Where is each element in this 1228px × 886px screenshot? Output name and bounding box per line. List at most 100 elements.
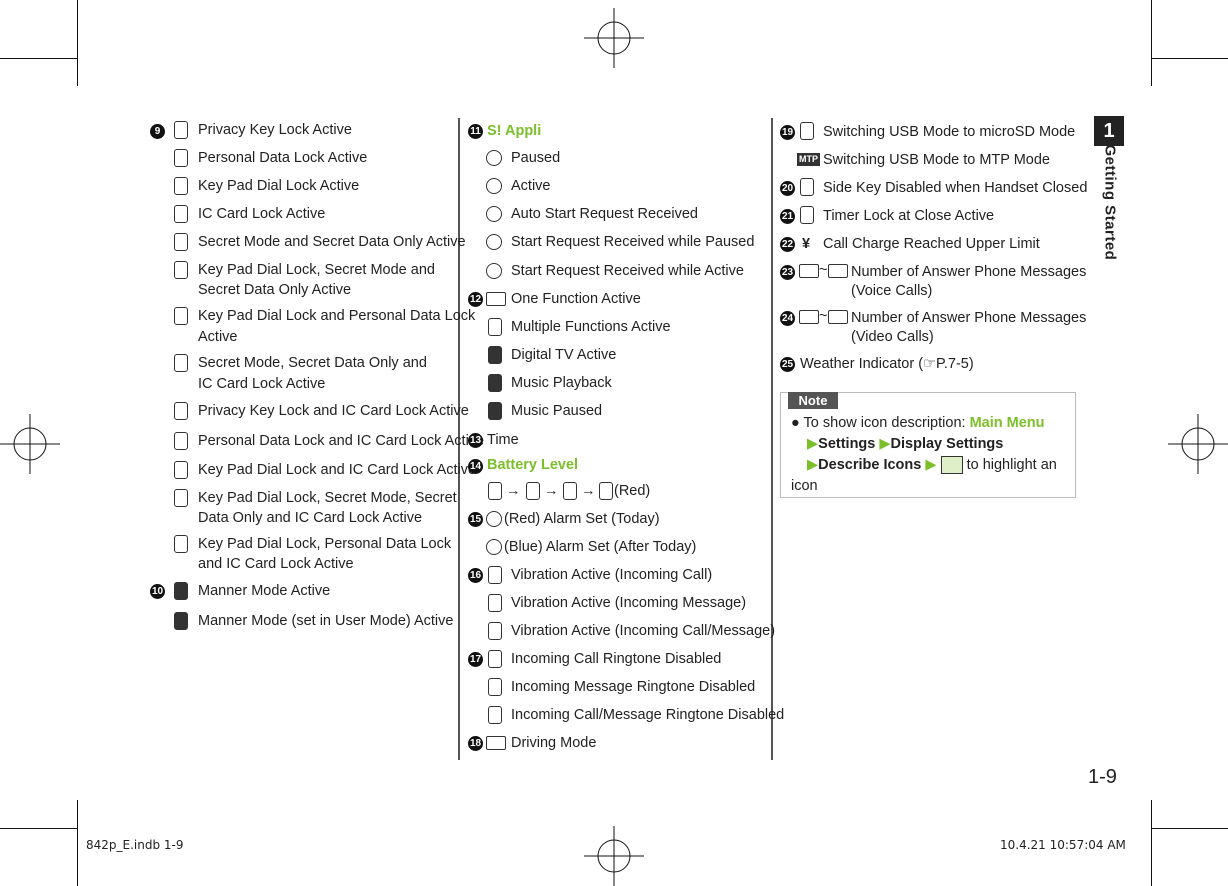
crop-mark: [0, 58, 78, 59]
item-number-18: 18: [468, 736, 483, 751]
icon-label: Timer Lock at Close Active: [823, 208, 995, 224]
video-answer-phone-icon: [799, 310, 819, 324]
weather-text: Weather Indicator (: [800, 356, 924, 372]
icon-label: Active: [198, 329, 238, 345]
privacy-lock-icon: [174, 121, 188, 139]
vibration-both-icon: [488, 622, 502, 640]
item-number-19: 19: [780, 125, 795, 140]
arrow-icon: ▶: [807, 457, 819, 473]
footer-filename: 842p_E.indb 1-9: [86, 838, 184, 852]
chapter-tab: 1: [1094, 116, 1124, 146]
key-pad-secret-ic-icon: [174, 489, 188, 507]
icon-label: Multiple Functions Active: [511, 319, 671, 335]
alarm-clock-icon: [486, 539, 502, 555]
vibration-message-icon: [488, 594, 502, 612]
battery-medium-icon: [526, 482, 540, 500]
icon-label: Secret Mode and Secret Data Only Active: [198, 234, 466, 250]
item-number-12: 12: [468, 292, 483, 307]
icon-label: Key Pad Dial Lock and Personal Data Lock: [198, 308, 476, 324]
icon-label: Number of Answer Phone Messages: [851, 310, 1087, 326]
crop-mark: [1151, 58, 1228, 59]
icon-label: Active: [511, 178, 551, 194]
personal-ic-card-icon: [174, 432, 188, 450]
manner-user-mode-icon: [174, 612, 188, 630]
usb-microsd-icon: [800, 122, 814, 140]
ringtone-message-off-icon: [488, 678, 502, 696]
vibration-call-icon: [488, 566, 502, 584]
one-function-icon: [486, 292, 506, 306]
footer-timestamp: 10.4.21 10:57:04 AM: [1000, 838, 1126, 852]
icon-label: Privacy Key Lock Active: [198, 122, 352, 138]
item-number-21: 21: [780, 209, 795, 224]
digital-tv-icon: [488, 346, 502, 364]
arrow-icon: →: [544, 483, 559, 499]
crop-mark: [1151, 828, 1228, 829]
note-title: Note: [788, 392, 838, 409]
weather-indicator-label: Weather Indicator (☞P.7-5): [800, 355, 974, 374]
arrow-icon: →: [581, 483, 596, 499]
icon-label: IC Card Lock Active: [198, 206, 326, 222]
video-answer-phone-icon: [828, 310, 848, 324]
registration-mark: [1168, 414, 1228, 474]
icon-label: and IC Card Lock Active: [198, 556, 354, 572]
menu-label: Describe Icons: [818, 457, 922, 473]
icon-label: Key Pad Dial Lock, Secret Mode and: [198, 262, 435, 278]
timer-lock-icon: [800, 206, 814, 224]
music-paused-icon: [488, 402, 502, 420]
icon-label: Incoming Call Ringtone Disabled: [511, 651, 722, 667]
column-divider: [771, 118, 773, 760]
icon-label: (Blue) Alarm Set (After Today): [504, 539, 697, 555]
icon-label: Key Pad Dial Lock, Personal Data Lock: [198, 536, 452, 552]
yen-icon: ¥: [802, 236, 811, 252]
tilde-icon: ~: [819, 262, 828, 278]
note-body: ● To show icon description: Main Menu ▶S…: [791, 413, 1073, 497]
secret-ic-card-icon: [174, 354, 188, 372]
sappli-auto-start-icon: [486, 206, 502, 222]
note-line: ● To show icon description: Main Menu: [791, 415, 1045, 431]
key-pad-lock-icon: [174, 177, 188, 195]
icon-label: Vibration Active (Incoming Call): [511, 567, 713, 583]
crop-mark: [1151, 800, 1152, 886]
privacy-ic-card-icon: [174, 402, 188, 420]
page-number: 1-9: [1088, 766, 1117, 788]
section-heading: S! Appli: [487, 123, 542, 139]
item-number-14: 14: [468, 459, 483, 474]
icon-label: Incoming Message Ringtone Disabled: [511, 679, 756, 695]
arrow-icon: →: [506, 483, 521, 499]
item-number-20: 20: [780, 181, 795, 196]
registration-mark: [584, 826, 644, 886]
icon-label: (Voice Calls): [851, 283, 933, 299]
icon-label: Music Paused: [511, 403, 603, 419]
icon-label: Incoming Call/Message Ringtone Disabled: [511, 707, 785, 723]
sappli-active-icon: [486, 178, 502, 194]
item-number-16: 16: [468, 568, 483, 583]
icon-label: Manner Mode (set in User Mode) Active: [198, 613, 454, 629]
icon-label: Data Only and IC Card Lock Active: [198, 510, 423, 526]
tilde-icon: ~: [819, 308, 828, 324]
chapter-title-text: Getting Started: [1101, 144, 1119, 261]
item-number-17: 17: [468, 652, 483, 667]
ic-card-lock-icon: [174, 205, 188, 223]
note-line: ▶Describe Icons ▶ to highlight an: [791, 455, 1073, 476]
icon-label: (Red): [614, 483, 651, 499]
icon-label: Start Request Received while Paused: [511, 234, 755, 250]
sappli-start-paused-icon: [486, 234, 502, 250]
column-divider: [458, 118, 460, 760]
icon-label: Personal Data Lock and IC Card Lock Acti…: [198, 433, 485, 449]
sappli-paused-icon: [486, 150, 502, 166]
icon-label: Switching USB Mode to MTP Mode: [823, 152, 1050, 168]
item-number-23: 23: [780, 265, 795, 280]
key-pad-personal-ic-icon: [174, 535, 188, 553]
mtp-icon: MTP: [797, 153, 820, 166]
crop-mark: [1151, 0, 1152, 86]
item-label: Time: [487, 432, 519, 448]
page-reference[interactable]: P.7-5): [936, 356, 974, 372]
ringtone-both-off-icon: [488, 706, 502, 724]
item-number-24: 24: [780, 311, 795, 326]
battery-empty-icon: [599, 482, 613, 500]
icon-label: Music Playback: [511, 375, 612, 391]
alarm-clock-icon: [486, 511, 502, 527]
icon-label: Vibration Active (Incoming Call/Message): [511, 623, 776, 639]
pointer-icon: ☞: [923, 356, 937, 372]
crop-mark: [77, 0, 78, 86]
